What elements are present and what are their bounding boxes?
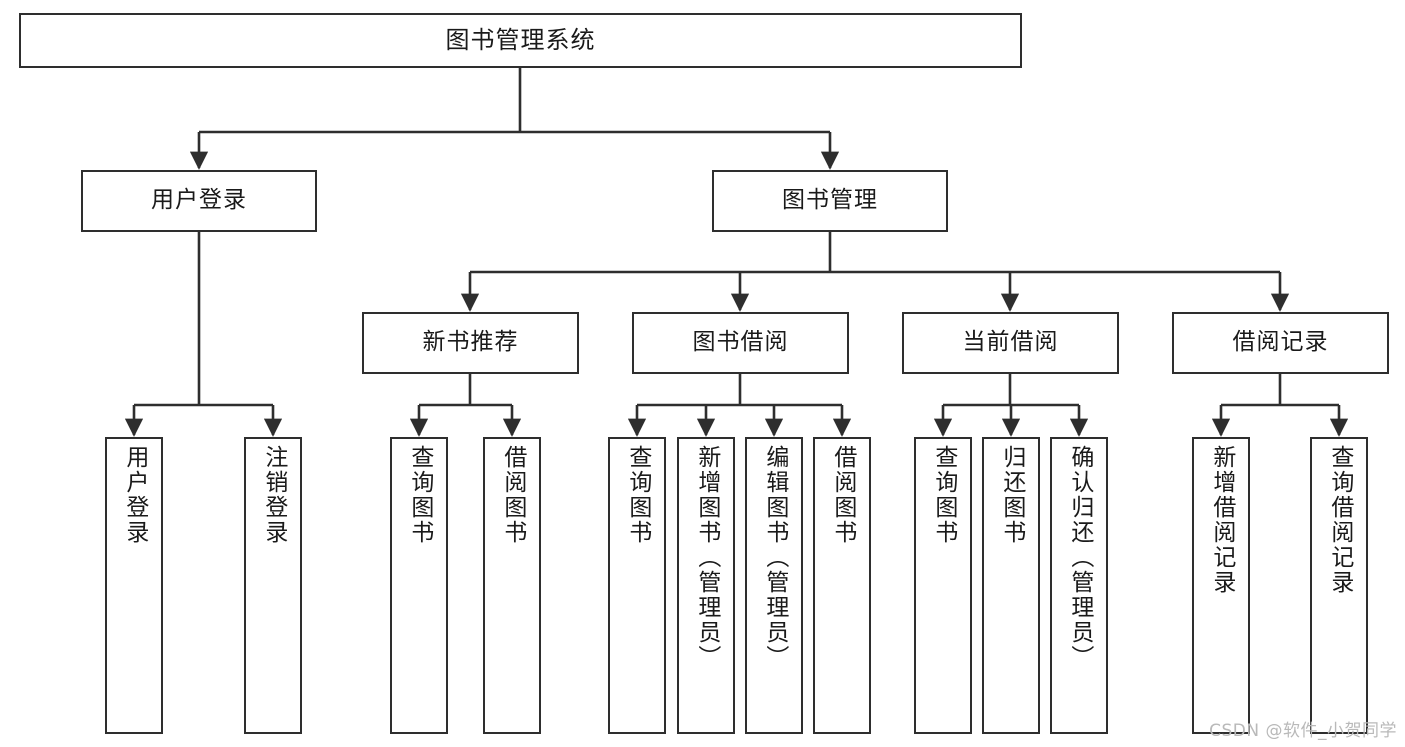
leaf-current-borrow-query[interactable]: 查询图书 — [914, 437, 972, 734]
node-user-login-label: 用户登录 — [151, 187, 247, 214]
leaf-borrow-record-query-label: 查询借阅记录 — [1326, 445, 1353, 595]
leaf-new-book-borrow[interactable]: 借阅图书 — [483, 437, 541, 734]
leaf-book-borrow-borrow-label: 借阅图书 — [829, 445, 856, 545]
leaf-book-borrow-add-label: 新增图书（管理员） — [693, 445, 720, 670]
leaf-user-login-logout[interactable]: 注销登录 — [244, 437, 302, 734]
node-current-borrow-label: 当前借阅 — [962, 329, 1059, 356]
leaf-new-book-query[interactable]: 查询图书 — [390, 437, 448, 734]
leaf-user-login-login[interactable]: 用户登录 — [105, 437, 163, 734]
node-root-library-system[interactable]: 图书管理系统 — [19, 13, 1022, 68]
node-book-borrow-label: 图书借阅 — [692, 329, 789, 356]
leaf-book-borrow-add[interactable]: 新增图书（管理员） — [677, 437, 735, 734]
leaf-current-borrow-return-label: 归还图书 — [998, 445, 1025, 545]
leaf-user-login-logout-label: 注销登录 — [260, 445, 287, 545]
node-borrow-record[interactable]: 借阅记录 — [1172, 312, 1389, 374]
leaf-current-borrow-confirm-return[interactable]: 确认归还（管理员） — [1050, 437, 1108, 734]
leaf-book-borrow-edit-label: 编辑图书（管理员） — [761, 445, 788, 670]
leaf-book-borrow-query[interactable]: 查询图书 — [608, 437, 666, 734]
node-new-book-recommend[interactable]: 新书推荐 — [362, 312, 579, 374]
leaf-book-borrow-borrow[interactable]: 借阅图书 — [813, 437, 871, 734]
leaf-new-book-borrow-label: 借阅图书 — [499, 445, 526, 545]
leaf-book-borrow-edit[interactable]: 编辑图书（管理员） — [745, 437, 803, 734]
leaf-borrow-record-add[interactable]: 新增借阅记录 — [1192, 437, 1250, 734]
node-user-login[interactable]: 用户登录 — [81, 170, 317, 232]
leaf-current-borrow-confirm-return-label: 确认归还（管理员） — [1066, 445, 1093, 670]
node-borrow-record-label: 借阅记录 — [1232, 329, 1329, 356]
leaf-current-borrow-return[interactable]: 归还图书 — [982, 437, 1040, 734]
leaf-borrow-record-add-label: 新增借阅记录 — [1208, 445, 1235, 595]
node-book-management-label: 图书管理 — [782, 187, 878, 214]
leaf-user-login-login-label: 用户登录 — [121, 445, 148, 545]
csdn-watermark: CSDN @软件_小贺同学 — [1209, 721, 1397, 741]
leaf-current-borrow-query-label: 查询图书 — [930, 445, 957, 545]
node-book-management[interactable]: 图书管理 — [712, 170, 948, 232]
node-book-borrow[interactable]: 图书借阅 — [632, 312, 849, 374]
node-root-label: 图书管理系统 — [445, 26, 596, 55]
leaf-new-book-query-label: 查询图书 — [406, 445, 433, 545]
node-current-borrow[interactable]: 当前借阅 — [902, 312, 1119, 374]
leaf-book-borrow-query-label: 查询图书 — [624, 445, 651, 545]
leaf-borrow-record-query[interactable]: 查询借阅记录 — [1310, 437, 1368, 734]
node-new-book-recommend-label: 新书推荐 — [422, 329, 519, 356]
